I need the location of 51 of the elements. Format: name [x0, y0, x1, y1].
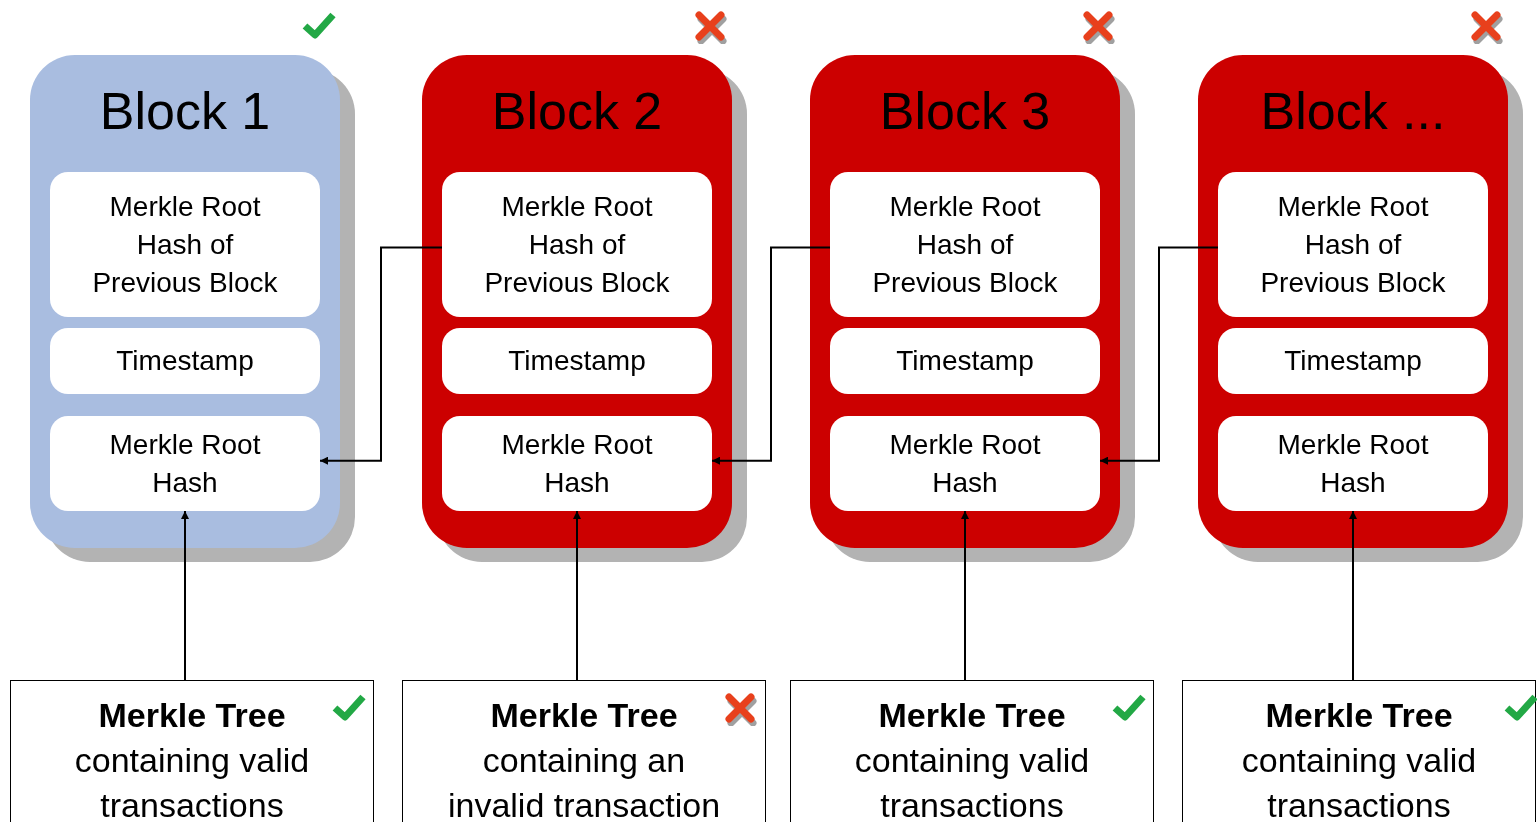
tree-box: [402, 680, 766, 822]
field-label: Merkle Root Hash of Previous Block: [483, 189, 671, 300]
block-title: Block ...: [1259, 81, 1447, 141]
block-card: [422, 55, 732, 548]
field-box: [50, 172, 320, 317]
field-box: [830, 416, 1100, 511]
tree-heading: Merkle Tree: [98, 695, 286, 736]
tree-description: containing valid transactions: [853, 740, 1091, 822]
field-label: Timestamp: [1284, 344, 1422, 378]
block-card: [30, 55, 340, 548]
field-box: [1218, 328, 1488, 394]
tree-box: [790, 680, 1154, 822]
field-label: Merkle Root Hash of Previous Block: [1259, 189, 1447, 300]
field-label: Timestamp: [116, 344, 254, 378]
arrow: [319, 246, 443, 465]
field-label: Merkle Root Hash of Previous Block: [871, 189, 1059, 300]
arrow: [711, 246, 831, 465]
arrow: [961, 510, 969, 681]
field-box: [1218, 416, 1488, 511]
field-box: [50, 416, 320, 511]
tree-heading: Merkle Tree: [1265, 695, 1453, 736]
tree-description: containing an invalid transaction: [446, 740, 722, 822]
arrow: [1349, 510, 1357, 681]
field-label: Merkle Root Hash: [888, 427, 1042, 500]
tree-description: containing valid transactions: [73, 740, 311, 822]
field-box: [442, 172, 712, 317]
tree-description: containing valid transactions: [1240, 740, 1478, 822]
tree-heading: Merkle Tree: [490, 695, 678, 736]
block-card: [810, 55, 1120, 548]
field-label: Timestamp: [508, 344, 646, 378]
field-label: Timestamp: [896, 344, 1034, 378]
field-box: [442, 328, 712, 394]
field-label: Merkle Root Hash: [500, 427, 654, 500]
arrow: [1099, 246, 1219, 465]
block-title: Block 1: [98, 81, 272, 141]
field-box: [830, 172, 1100, 317]
field-box: [1218, 172, 1488, 317]
block-title: Block 2: [490, 81, 664, 141]
block-card: [1198, 55, 1508, 548]
field-box: [50, 328, 320, 394]
field-label: Merkle Root Hash of Previous Block: [91, 189, 279, 300]
block-title: Block 3: [878, 81, 1052, 141]
tree-box: [10, 680, 374, 822]
field-label: Merkle Root Hash: [1276, 427, 1430, 500]
tree-box: [1182, 680, 1536, 822]
arrow: [573, 510, 581, 681]
tree-heading: Merkle Tree: [878, 695, 1066, 736]
arrow: [181, 510, 189, 681]
field-label: Merkle Root Hash: [108, 427, 262, 500]
field-box: [830, 328, 1100, 394]
field-box: [442, 416, 712, 511]
